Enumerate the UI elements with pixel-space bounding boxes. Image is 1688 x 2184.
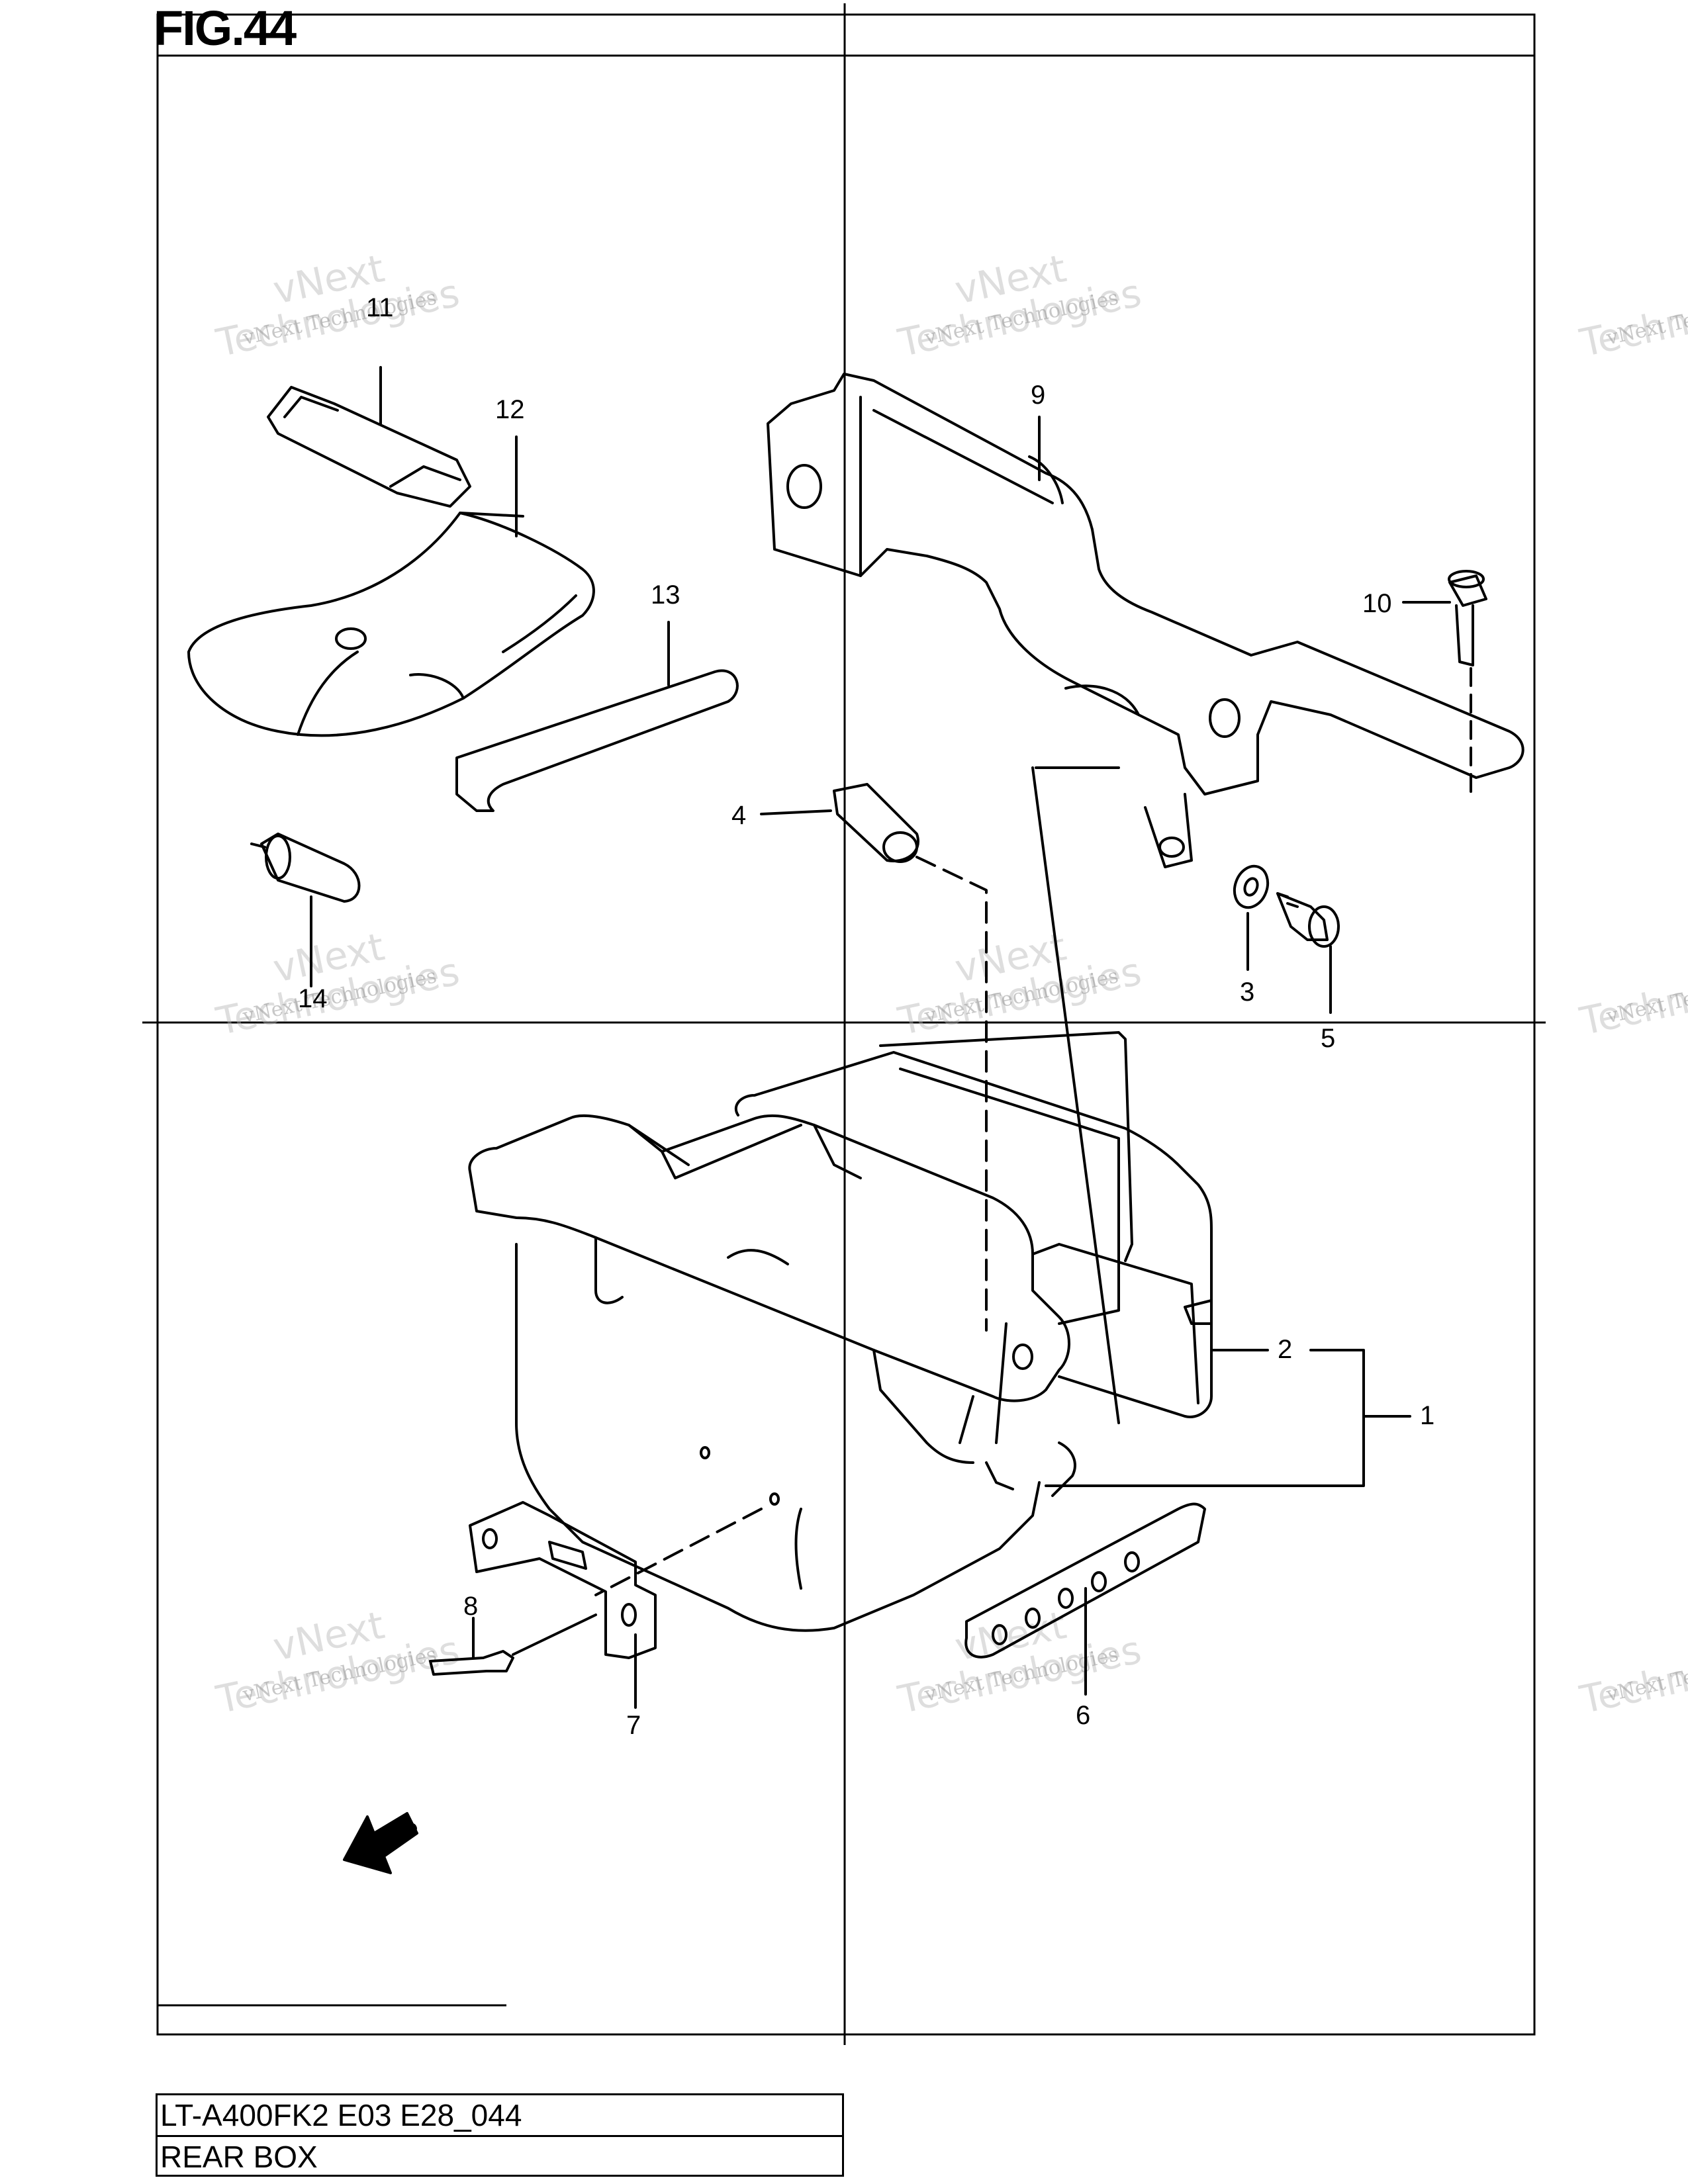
- callout-9: 9: [1031, 381, 1045, 410]
- callout-11: 11: [366, 293, 394, 322]
- section-name: REAR BOX: [158, 2135, 842, 2175]
- callout-8: 8: [463, 1592, 478, 1621]
- callout-14: 14: [298, 984, 328, 1013]
- part-1-rear-box: [468, 766, 1411, 1632]
- part-9-bracket: [767, 373, 1524, 868]
- part-5-bolt: [1276, 892, 1340, 1014]
- part-6-strip: [964, 1502, 1206, 1696]
- part-11-strap: [267, 366, 471, 508]
- callout-4: 4: [731, 801, 746, 830]
- title-block: LT-A400FK2 E03 E28_044 REAR BOX: [156, 2093, 844, 2177]
- callout-7: 7: [626, 1711, 641, 1740]
- part-14-grommet: [250, 833, 361, 987]
- callout-2: 2: [1278, 1335, 1292, 1364]
- figure-title: FIG.44: [154, 1, 297, 56]
- part-4-collar: [760, 783, 988, 1332]
- part-10-bolt: [1402, 570, 1487, 796]
- part-3-washer: [1233, 864, 1270, 971]
- callout-13: 13: [651, 580, 680, 610]
- callout-3: 3: [1240, 978, 1254, 1007]
- part-8-pin: [429, 1614, 597, 1676]
- callout-6: 6: [1076, 1701, 1090, 1730]
- part-7-bracket: [469, 1501, 763, 1709]
- callout-5: 5: [1321, 1024, 1335, 1053]
- drawing-frame: [142, 3, 1546, 2045]
- part-13-rod: [455, 621, 739, 812]
- part-12-bag: [187, 435, 595, 737]
- callout-10: 10: [1362, 589, 1392, 618]
- model-code: LT-A400FK2 E03 E28_044: [160, 2098, 522, 2132]
- callout-12: 12: [495, 395, 525, 424]
- watermarks: Technologies vNext vNext Technologies Te…: [212, 246, 1688, 1722]
- callout-1: 1: [1420, 1401, 1434, 1430]
- fwd-arrow-icon: [343, 1812, 418, 1874]
- callout-labels: 1 2 3 4 5 6 7 8 9 10 11 12 13 14: [298, 293, 1434, 1740]
